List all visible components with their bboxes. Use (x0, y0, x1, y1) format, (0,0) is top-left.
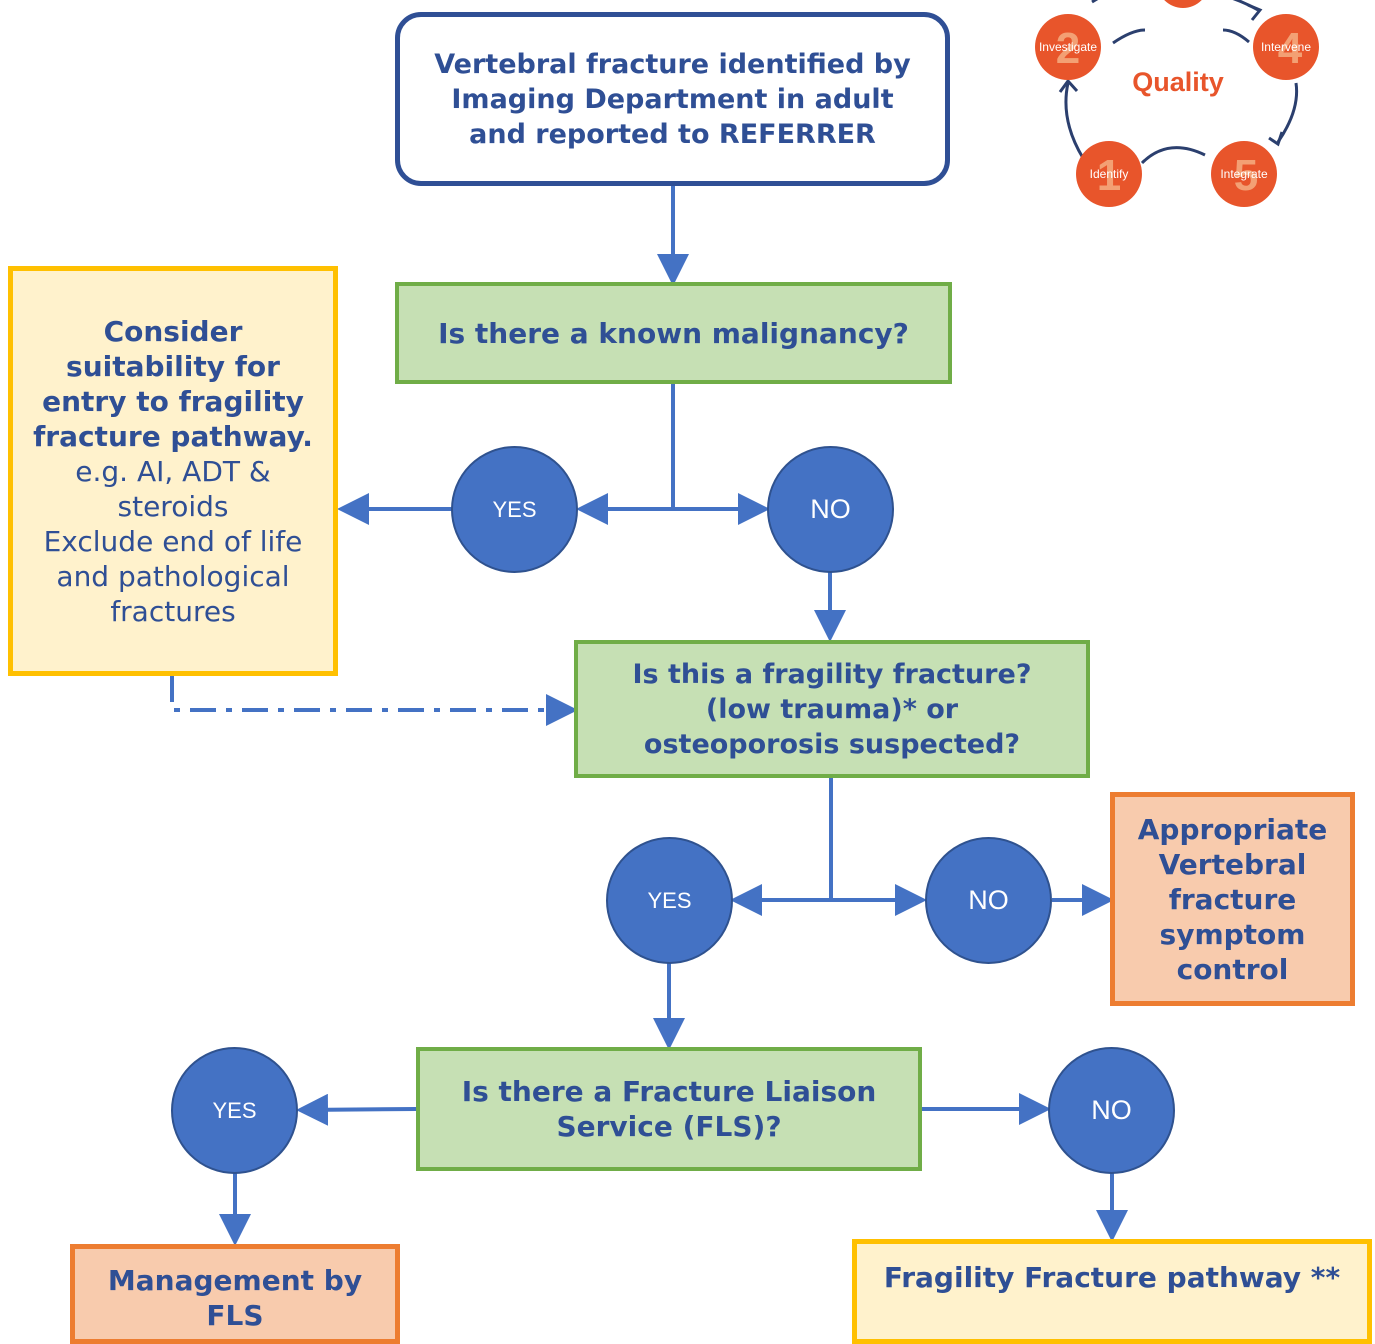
q1-no-circle: NO (767, 446, 894, 573)
question-fragility-line3: osteoporosis suspected? (643, 728, 1021, 760)
svg-text:Identify: Identify (1090, 167, 1129, 181)
svg-text:4: 4 (1278, 24, 1303, 73)
consider-exclusions: Exclude end of life and pathological fra… (43, 524, 303, 628)
question-known-malignancy: Is there a known malignancy? (395, 282, 952, 384)
svg-text:1: 1 (1097, 151, 1121, 200)
svg-text:Investigate: Investigate (1039, 40, 1097, 54)
q1-no-label: NO (810, 494, 851, 524)
svg-text:Intervene: Intervene (1261, 40, 1311, 54)
svg-text:2: 2 (1056, 24, 1080, 73)
fragility-pathway-text: Fragility Fracture pathway ** (883, 1261, 1341, 1294)
svg-text:5: 5 (1234, 151, 1258, 200)
q2-no-label: NO (968, 885, 1009, 915)
symptom-control-text: Appropriate Vertebral fracture symptom c… (1137, 812, 1328, 986)
svg-text:Integrate: Integrate (1220, 167, 1268, 181)
management-fls-box: Management by FLS (70, 1244, 400, 1344)
q3-no-label: NO (1091, 1095, 1132, 1125)
question-fragility-fracture: Is this a fragility fracture? (low traum… (574, 640, 1090, 778)
consider-title: Consider suitability for entry to fragil… (33, 314, 313, 453)
start-box: Vertebral fracture identified by Imaging… (395, 12, 950, 186)
question-fls-text: Is there a Fracture Liaison Service (FLS… (461, 1075, 877, 1143)
quality-center-label: Quality (1132, 67, 1224, 97)
q3-no-circle: NO (1048, 1047, 1175, 1174)
q1-yes-circle: YES (451, 446, 578, 573)
dashed-consider-to-q2 (170, 676, 578, 726)
q1-yes-label: YES (492, 496, 537, 522)
start-text: Vertebral fracture identified by Imaging… (434, 48, 911, 150)
q2-yes-label: YES (647, 887, 692, 913)
q2-yes-circle: YES (606, 837, 733, 964)
arrow-q3-to-yes (296, 1093, 417, 1126)
question-fragility-line1: Is this a fragility fracture? (632, 658, 1032, 690)
integrate-step-icon (1211, 141, 1277, 207)
fragility-pathway-box: Fragility Fracture pathway ** (852, 1239, 1372, 1344)
q3-yes-label: YES (212, 1097, 257, 1123)
identify-step-icon (1076, 141, 1142, 207)
intervene-step-icon (1253, 14, 1319, 80)
investigate-step-icon (1035, 14, 1101, 80)
question-known-malignancy-text: Is there a known malignancy? (438, 316, 909, 350)
q2-no-circle: NO (925, 837, 1052, 964)
symptom-control-box: Appropriate Vertebral fracture symptom c… (1110, 792, 1355, 1006)
consider-examples: e.g. AI, ADT & steroids (75, 454, 271, 523)
management-fls-text: Management by FLS (107, 1264, 363, 1332)
question-fragility-line2: (low trauma)* or (705, 693, 959, 725)
quality-cycle-graphic: 2 4 1 5 Investigate Intervene Identify I… (1020, 0, 1360, 215)
q3-yes-circle: YES (171, 1047, 298, 1174)
consider-suitability-box: Consider suitability for entry to fragil… (8, 266, 338, 676)
question-fls: Is there a Fracture Liaison Service (FLS… (416, 1047, 922, 1171)
